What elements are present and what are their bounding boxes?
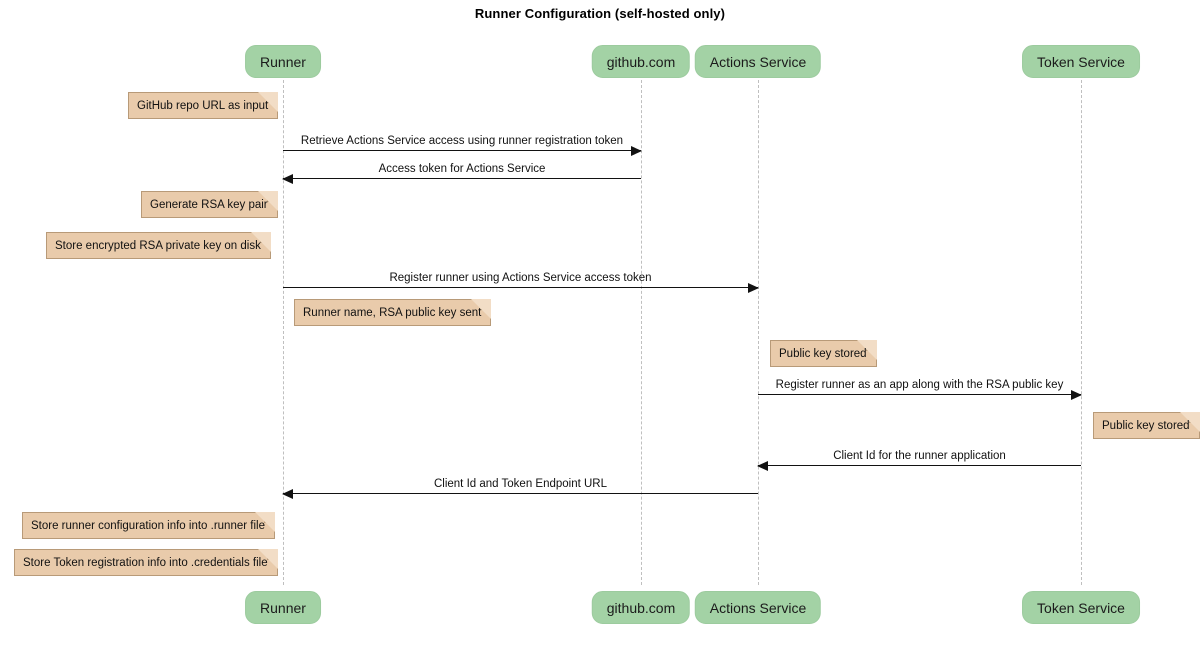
participant-runner-bottom[interactable]: Runner [245, 591, 321, 624]
note-text: Runner name, RSA public key sent [303, 307, 482, 319]
note-text: Store Token registration info into .cred… [23, 557, 268, 569]
message-m4: Register runner as an app along with the… [758, 379, 1082, 400]
message-label: Access token for Actions Service [378, 163, 546, 175]
message-m6: Client Id and Token Endpoint URL [282, 478, 758, 499]
participant-token-bottom[interactable]: Token Service [1022, 591, 1140, 624]
message-label: Client Id and Token Endpoint URL [433, 478, 608, 490]
message-m2: Access token for Actions Service [282, 163, 641, 184]
note-text: GitHub repo URL as input [137, 100, 269, 112]
arrowhead-icon [757, 461, 768, 471]
message-label: Client Id for the runner application [833, 450, 1006, 462]
lifeline-actions [758, 80, 759, 585]
arrowhead-icon [282, 174, 293, 184]
note-n5: Public key stored [770, 340, 877, 367]
arrowhead-icon [282, 489, 293, 499]
message-label: Retrieve Actions Service access using ru… [300, 135, 624, 147]
arrowhead-icon [748, 283, 759, 293]
note-text: Public key stored [1102, 420, 1190, 432]
participant-actions-top[interactable]: Actions Service [694, 45, 822, 78]
note-n6: Public key stored [1093, 412, 1200, 439]
note-n3: Store encrypted RSA private key on disk [46, 232, 271, 259]
message-m3: Register runner using Actions Service ac… [283, 272, 759, 293]
note-n4: Runner name, RSA public key sent [294, 299, 492, 326]
note-n1: GitHub repo URL as input [128, 92, 279, 119]
participant-runner-top[interactable]: Runner [245, 45, 321, 78]
message-m1: Retrieve Actions Service access using ru… [283, 135, 642, 156]
arrowhead-icon [1071, 390, 1082, 400]
note-text: Generate RSA key pair [150, 199, 268, 211]
participant-github-bottom[interactable]: github.com [591, 591, 691, 624]
lifeline-github [641, 80, 642, 585]
participant-label: Runner [260, 54, 306, 70]
participant-label: github.com [606, 600, 676, 616]
participant-github-top[interactable]: github.com [591, 45, 691, 78]
participant-label: github.com [606, 54, 676, 70]
participant-label: Token Service [1037, 54, 1125, 70]
participant-label: Token Service [1037, 600, 1125, 616]
participant-label: Runner [260, 600, 306, 616]
note-text: Store encrypted RSA private key on disk [55, 240, 261, 252]
message-label: Register runner as an app along with the… [775, 379, 1064, 391]
lifeline-token [1081, 80, 1082, 585]
arrowhead-icon [631, 146, 642, 156]
participant-actions-bottom[interactable]: Actions Service [694, 591, 822, 624]
lifeline-runner [283, 80, 284, 585]
participant-label: Actions Service [709, 54, 807, 70]
message-label: Register runner using Actions Service ac… [389, 272, 652, 284]
participant-token-top[interactable]: Token Service [1022, 45, 1140, 78]
note-text: Public key stored [779, 348, 867, 360]
participant-label: Actions Service [709, 600, 807, 616]
note-n7: Store runner configuration info into .ru… [22, 512, 275, 539]
note-n2: Generate RSA key pair [141, 191, 278, 218]
diagram-title: Runner Configuration (self-hosted only) [474, 6, 726, 21]
message-m5: Client Id for the runner application [757, 450, 1081, 471]
note-text: Store runner configuration info into .ru… [31, 520, 265, 532]
note-n8: Store Token registration info into .cred… [14, 549, 278, 576]
